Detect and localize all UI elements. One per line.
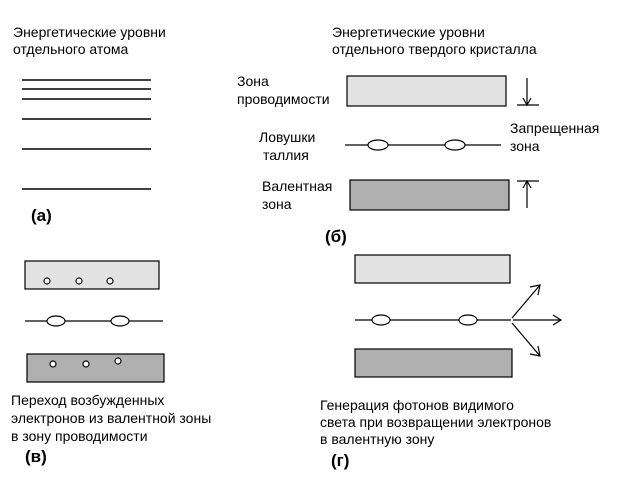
electron — [106, 277, 114, 285]
thallium-trap — [46, 315, 66, 327]
excitation-caption-line1: Переход возбужденных — [11, 392, 165, 408]
thallium-trap — [110, 315, 130, 327]
crystal-title-line2: отдельного твердого кристалла — [332, 41, 537, 57]
valence-label-line1: Валентная — [262, 178, 333, 194]
conduction-band — [346, 75, 507, 107]
panel-label-g: (г) — [331, 451, 350, 470]
photon-arrows — [511, 284, 563, 357]
valence-band-emission — [354, 348, 513, 378]
atom-title-line1: Энергетические уровни — [13, 24, 166, 40]
excitation-caption-line2: электронов из валентной зоны — [11, 410, 212, 426]
atomic-levels — [22, 79, 151, 190]
excitation-caption-line3: в зону проводимости — [11, 428, 148, 444]
thallium-trap — [458, 314, 478, 326]
forbidden-label-line1: Запрещенная — [510, 120, 600, 136]
emission-caption-line3: в валентную зону — [320, 431, 435, 447]
panel-label-b: (б) — [325, 227, 347, 246]
atom-title-line2: отдельного атома — [13, 41, 129, 57]
hole — [49, 360, 57, 368]
forbidden-label-line2: зона — [510, 138, 540, 154]
panel-label-a: (а) — [31, 206, 52, 225]
forbidden-zone-marker — [517, 78, 539, 208]
hole — [114, 357, 122, 365]
emission-caption-line2: света при возвращении электронов — [320, 414, 552, 430]
thallium-trap — [367, 139, 389, 151]
conduction-band-excited — [24, 260, 160, 290]
crystal-title-line1: Энергетические уровни — [332, 24, 485, 40]
photon-arrow-up — [511, 284, 541, 319]
valence-band-excited — [26, 353, 165, 383]
emission-caption-line1: Генерация фотонов видимого — [320, 397, 514, 413]
thallium-trap — [371, 314, 391, 326]
conduction-label-line1: Зона — [237, 73, 269, 89]
electron — [75, 277, 83, 285]
conduction-label-line2: проводимости — [237, 91, 330, 107]
traps-label-line1: Ловушки — [259, 129, 316, 145]
electron — [43, 277, 51, 285]
photon-arrow-down — [511, 322, 541, 357]
conduction-band-emission — [354, 254, 511, 284]
valence-label-line2: зона — [262, 196, 292, 212]
panel-label-v: (в) — [25, 447, 47, 466]
hole — [82, 360, 90, 368]
thallium-trap — [444, 139, 466, 151]
traps-label-line2: таллия — [263, 147, 309, 163]
valence-band — [349, 179, 510, 211]
